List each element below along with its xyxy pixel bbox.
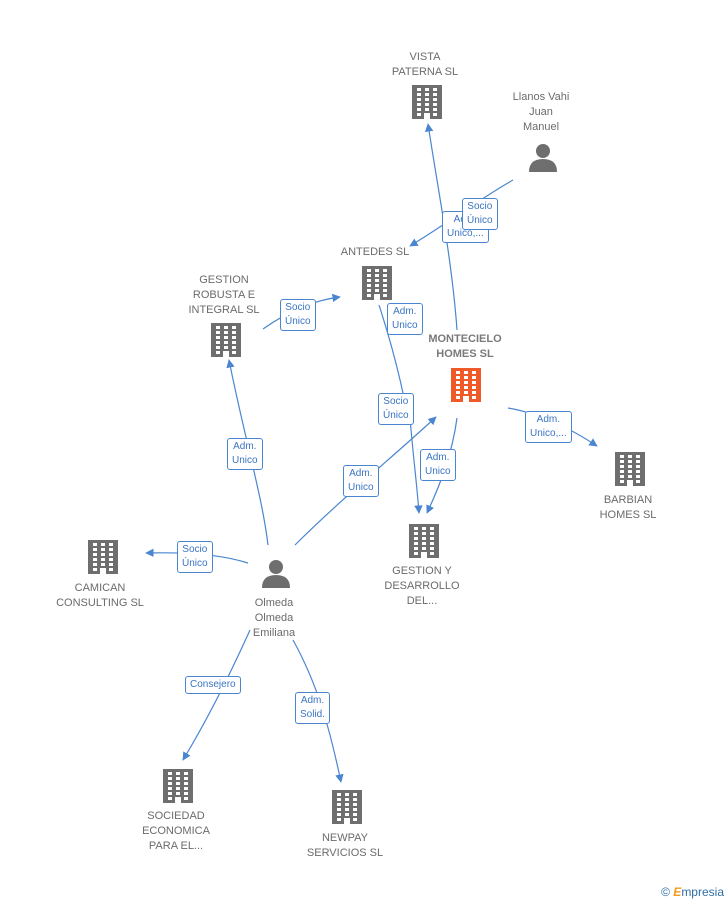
edge-label[interactable]: Adm. Unico (227, 438, 263, 470)
edge-label-line: Unico (392, 320, 418, 331)
edge-olmeda-to-sociedad (182, 629, 251, 761)
brand-initial: E (673, 885, 682, 899)
brand-logo: © Empresia (661, 885, 724, 899)
edge-label-line: Consejero (190, 679, 236, 690)
node-label-line: SOCIEDAD (147, 810, 205, 822)
node-label-line: Olmeda (254, 597, 294, 609)
brand-name: mpresia (681, 885, 724, 899)
edge-label[interactable]: Adm. Unico (343, 465, 379, 497)
node-label-gestion-desarrollo[interactable]: GESTION Y DESARROLLO DEL... (367, 564, 477, 609)
node-label-line: CONSULTING SL (56, 597, 144, 609)
edge-label-line: Unico (425, 466, 451, 477)
newpay-building-icon[interactable] (332, 790, 362, 824)
node-label-gestion-robusta[interactable]: GESTION ROBUSTA E INTEGRAL SL (169, 273, 279, 318)
edge-label-line: Único (383, 410, 409, 421)
montecielo-building-icon[interactable] (451, 368, 481, 402)
camican-building-icon[interactable] (88, 540, 118, 574)
node-label-montecielo[interactable]: MONTECIELO HOMES SL (410, 332, 520, 362)
node-label-line: Manuel (522, 121, 560, 133)
node-label-line: Juan (529, 106, 553, 118)
node-label-line: MONTECIELO (428, 333, 502, 345)
edge-label-line: Único (182, 558, 208, 569)
node-label-line: PARA EL... (148, 840, 204, 852)
edge-label-line: Unico,... (530, 428, 567, 439)
node-label-antedes[interactable]: ANTEDES SL (325, 245, 425, 260)
barbian-building-icon[interactable] (615, 452, 645, 486)
edge-label-line: Adm. (426, 452, 450, 463)
node-label-barbian[interactable]: BARBIAN HOMES SL (578, 493, 678, 523)
copyright-icon: © (661, 885, 670, 899)
node-label-line: INTEGRAL SL (188, 304, 260, 316)
edge-label[interactable]: Adm. Unico,... (525, 411, 572, 443)
node-label-line: Llanos Vahi (512, 91, 570, 103)
edge-label-line: Socio (285, 302, 311, 313)
node-label-line: HOMES SL (436, 348, 494, 360)
edge-label-line: Socio (383, 396, 409, 407)
edge-label-line: Adm. (233, 441, 257, 452)
node-label-line: GESTION (199, 274, 249, 286)
node-label-sociedad[interactable]: SOCIEDAD ECONOMICA PARA EL... (121, 809, 231, 854)
node-label-line: ROBUSTA E (192, 289, 256, 301)
edge-label-line: Socio (182, 544, 208, 555)
edge-label[interactable]: Adm. Unico (420, 449, 456, 481)
edge-label-line: Adm. (393, 306, 417, 317)
node-label-line: Emiliana (252, 627, 296, 639)
node-label-line: NEWPAY (321, 832, 369, 844)
edge-label[interactable]: Adm. Unico (387, 303, 423, 335)
node-label-line: HOMES SL (599, 509, 657, 521)
sociedad-building-icon[interactable] (163, 769, 193, 803)
gestion-robusta-building-icon[interactable] (211, 323, 241, 357)
edge-label-line: Unico,... (447, 228, 484, 239)
olmeda-person-icon[interactable] (262, 560, 290, 588)
edge-label-line: Solid. (300, 709, 326, 720)
node-label-line: SERVICIOS SL (306, 847, 384, 859)
edge-label-line: Único (467, 215, 493, 226)
vista-building-icon[interactable] (412, 85, 442, 119)
node-label-line: Olmeda (254, 612, 294, 624)
edge-label-line: Adm. (349, 468, 373, 479)
edge-label-line: Unico (232, 455, 258, 466)
node-label-line: DESARROLLO (384, 580, 460, 592)
node-label-line: DEL... (406, 595, 438, 607)
gestion-desarrollo-building-icon[interactable] (409, 524, 439, 558)
edge-label-line: Socio (467, 201, 493, 212)
node-label-vista[interactable]: VISTA PATERNA SL (365, 50, 485, 80)
edge-antedes-to-gestion_desarrollo (409, 417, 423, 514)
node-label-line: GESTION Y (392, 565, 452, 577)
node-label-line: ECONOMICA (142, 825, 210, 837)
node-label-line: PATERNA SL (391, 66, 459, 78)
edge-label-line: Unico (348, 482, 374, 493)
edge-label[interactable]: Consejero (185, 676, 241, 694)
antedes-building-icon[interactable] (362, 266, 392, 300)
llanos-person-icon[interactable] (529, 144, 557, 172)
edge-label-line: Adm. (536, 414, 561, 425)
edge-label[interactable]: Adm. Solid. (295, 692, 331, 724)
node-label-line: ANTEDES SL (340, 246, 410, 258)
node-label-line: CAMICAN (74, 582, 126, 594)
edge-label-line: Único (285, 316, 311, 327)
edge-label-line: Adm. (300, 695, 325, 706)
node-label-newpay[interactable]: NEWPAY SERVICIOS SL (290, 831, 400, 861)
node-label-line: BARBIAN (603, 494, 653, 506)
node-label-camican[interactable]: CAMICAN CONSULTING SL (40, 581, 160, 611)
node-label-line: VISTA (409, 51, 441, 63)
